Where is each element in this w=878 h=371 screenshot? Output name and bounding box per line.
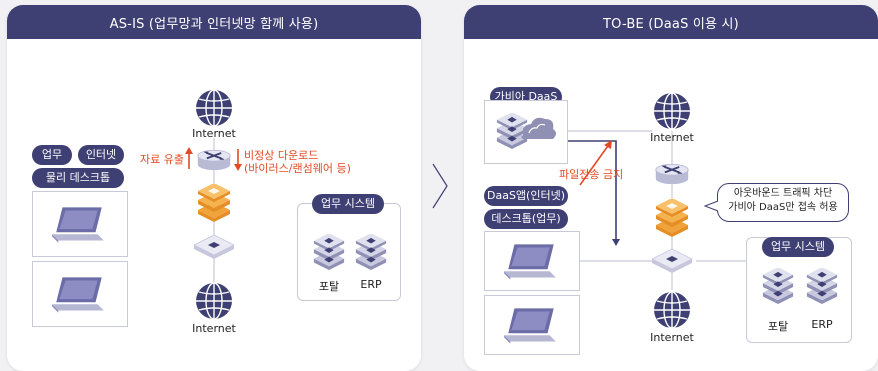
arrow-down-icon bbox=[234, 149, 242, 171]
bubble-pointer bbox=[703, 200, 719, 212]
server-icon bbox=[805, 268, 839, 306]
laptop-box-2 bbox=[32, 261, 128, 327]
work-system-pill: 업무 시스템 bbox=[312, 194, 384, 214]
laptop-icon bbox=[48, 274, 110, 316]
globe-icon bbox=[194, 88, 234, 128]
firewall-icon bbox=[654, 199, 690, 239]
erp-label: ERP bbox=[360, 278, 382, 291]
work-system-pill: 업무 시스템 bbox=[762, 237, 834, 257]
portal-label: 포탈 bbox=[318, 280, 340, 293]
pill-physical-desktop: 물리 데스크톱 bbox=[32, 168, 124, 188]
server-icon bbox=[354, 234, 388, 272]
router-icon bbox=[654, 158, 690, 185]
portal-label: 포탈 bbox=[767, 320, 789, 333]
outbound-block-bubble: 아웃바운드 트래픽 차단 가비아 DaaS만 접속 허용 bbox=[717, 183, 849, 222]
bubble-line2: 가비아 DaaS만 접속 허용 bbox=[728, 202, 838, 213]
globe-icon bbox=[652, 91, 692, 131]
router-icon bbox=[196, 144, 232, 171]
abnormal-download-line2: (바이러스/랜섬웨어 등) bbox=[244, 162, 351, 175]
laptop-box-1 bbox=[32, 191, 128, 257]
switch-icon bbox=[192, 233, 236, 261]
laptop-icon bbox=[500, 305, 562, 347]
internet-label-top: Internet bbox=[650, 131, 694, 144]
globe-icon bbox=[652, 290, 692, 330]
laptop-icon bbox=[500, 241, 562, 283]
server-icon bbox=[761, 268, 795, 306]
abnormal-download-line1: 비정상 다운로드 bbox=[244, 149, 319, 162]
erp-label: ERP bbox=[811, 318, 833, 331]
to-be-title: TO-BE (DaaS 이용 시) bbox=[464, 5, 878, 39]
as-is-title: AS-IS (업무망과 인터넷망 함께 사용) bbox=[7, 5, 421, 39]
chevron-right-icon bbox=[432, 163, 448, 209]
work-system-box: 포탈 ERP bbox=[297, 203, 401, 301]
internet-label-bottom: Internet bbox=[192, 322, 236, 335]
internet-label-bottom: Internet bbox=[650, 331, 694, 344]
cloud-server-icon bbox=[496, 113, 556, 149]
server-icon bbox=[312, 234, 346, 272]
bubble-line1: 아웃바운드 트래픽 차단 bbox=[733, 188, 833, 199]
firewall-icon bbox=[196, 184, 232, 224]
laptop-box-2 bbox=[484, 295, 580, 355]
to-be-panel: TO-BE (DaaS 이용 시) 가비아 DaaS DaaS앱(인터넷) 데스… bbox=[464, 5, 878, 371]
laptop-box-1 bbox=[484, 231, 580, 291]
arrow-up-icon bbox=[185, 147, 193, 169]
switch-icon bbox=[650, 247, 694, 275]
gabia-daas-box bbox=[484, 100, 568, 164]
globe-icon bbox=[194, 281, 234, 321]
desktop-work-pill: 데스크톱(업무) bbox=[484, 209, 568, 229]
file-transfer-block-label: 파일전송 금지 bbox=[559, 168, 624, 181]
leak-label: 자료 유출 bbox=[140, 153, 184, 166]
as-is-panel: AS-IS (업무망과 인터넷망 함께 사용) 업무 인터넷 물리 데스크톱 I… bbox=[7, 5, 421, 371]
internet-label-top: Internet bbox=[192, 127, 236, 140]
laptop-icon bbox=[48, 204, 110, 246]
pill-internet: 인터넷 bbox=[78, 145, 124, 165]
daas-app-pill: DaaS앱(인터넷) bbox=[484, 186, 568, 206]
pill-work: 업무 bbox=[32, 145, 72, 165]
